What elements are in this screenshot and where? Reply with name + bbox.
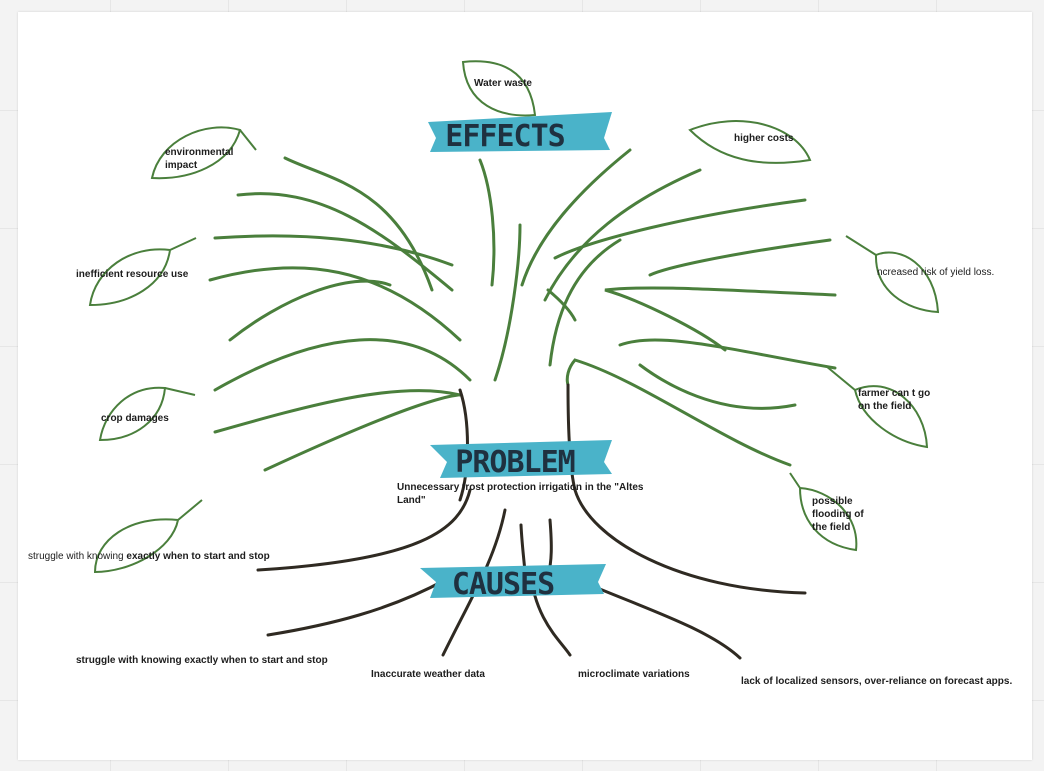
branch-line	[604, 286, 837, 352]
leaf-shape	[688, 120, 812, 164]
problem-banner: PROBLEM	[430, 440, 612, 480]
effect-yield-loss: ncreased risk of yield loss.	[877, 267, 995, 278]
effect-farmer-field: farmer can t go on the field	[858, 388, 931, 412]
causes-banner-label: CAUSES	[452, 567, 554, 602]
branch-line	[213, 234, 454, 267]
branch-line	[208, 266, 462, 342]
leaf-shape	[845, 235, 940, 314]
branch-line	[236, 192, 454, 292]
leaf-shape	[150, 126, 257, 180]
branch-line	[213, 389, 462, 434]
branch-line	[228, 279, 392, 342]
branch-line	[543, 168, 702, 302]
effect-struggle: struggle with knowing exactly when to st…	[28, 550, 270, 563]
effect-inefficient-resource-use: inefficient resource use	[76, 269, 189, 280]
leaf-shape	[789, 472, 858, 552]
effect-water-waste: Water waste	[474, 78, 532, 89]
branch-line	[553, 198, 807, 260]
causes-banner: CAUSES	[420, 564, 606, 602]
branch-line	[493, 223, 522, 382]
leaf-shape	[88, 237, 197, 307]
problem-statement: Unnecessary frost protection irrigation …	[397, 482, 644, 506]
effect-higher-costs: higher costs	[734, 133, 794, 144]
branch-line	[548, 238, 622, 367]
effect-flooding: possible flooding of the field	[812, 496, 864, 533]
branch-line	[546, 288, 577, 322]
root-line	[588, 583, 742, 660]
problem-banner-label: PROBLEM	[455, 445, 574, 480]
root-line	[519, 523, 527, 574]
effect-crop-damages: crop damages	[101, 413, 169, 424]
branch-line	[263, 393, 460, 472]
leaf-shape	[461, 60, 537, 117]
effect-struggle-prefix: struggle with knowing	[28, 551, 127, 562]
effects-banner: EFFECTS	[428, 112, 612, 154]
effects-banner-label: EFFECTS	[445, 119, 564, 154]
leaf-shape	[93, 499, 203, 574]
branch-line	[618, 338, 837, 370]
cause-weather-data: Inaccurate weather data	[371, 669, 485, 680]
root-line	[573, 488, 807, 595]
root-line	[256, 488, 472, 572]
cause-struggle: struggle with knowing exactly when to st…	[76, 655, 328, 666]
cause-microclimate: microclimate variations	[578, 669, 690, 680]
leaf-shape	[825, 365, 929, 449]
effect-struggle-bold: exactly when to start and stop	[126, 551, 270, 562]
effect-environmental-impact: environmental impact	[165, 147, 234, 171]
branch-line	[648, 238, 832, 277]
branch-line	[565, 358, 792, 467]
root-line	[266, 578, 447, 637]
branch-line	[520, 148, 632, 287]
branch-line	[213, 338, 472, 392]
cause-sensors: lack of localized sensors, over-reliance…	[741, 676, 1013, 687]
branch-line	[638, 363, 797, 410]
leaf-shape	[98, 386, 196, 442]
branch-line	[283, 156, 434, 292]
branch-line	[478, 158, 496, 287]
